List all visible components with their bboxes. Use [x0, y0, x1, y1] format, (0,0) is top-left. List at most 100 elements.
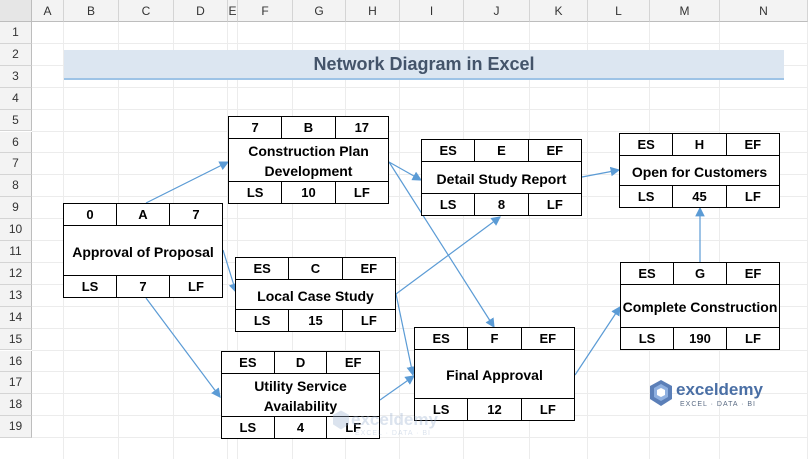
column-header-m[interactable]: M: [650, 0, 720, 22]
watermark-tagline: EXCEL · DATA · BI: [355, 430, 431, 437]
node-e-es: ES: [422, 140, 476, 161]
select-all-corner[interactable]: [0, 0, 32, 22]
row-header-4[interactable]: 4: [0, 87, 32, 110]
node-e-lf: LF: [546, 197, 563, 212]
node-f-ls: LS: [415, 399, 469, 420]
row-header-18[interactable]: 18: [0, 394, 32, 417]
watermark-icon: [333, 410, 349, 430]
node-a-ef: 7: [192, 207, 200, 222]
watermark-name: exceldemy: [351, 410, 438, 429]
node-b-ls: LS: [229, 182, 283, 203]
logo-tagline: EXCEL · DATA · BI: [680, 401, 756, 408]
node-detail-study-report: ES E EF Detail Study Report LS 8 LF: [421, 139, 582, 216]
node-c-id: C: [289, 258, 343, 279]
row-header-1[interactable]: 1: [0, 22, 32, 44]
node-h-lf: LF: [744, 189, 761, 204]
node-e-ef: EF: [546, 143, 564, 158]
node-final-approval: ES F EF Final Approval LS 12 LF: [414, 327, 575, 421]
grid-line-horizontal: [32, 130, 808, 132]
node-open-for-customers: ES H EF Open for Customers LS 45 LF: [619, 133, 780, 208]
node-g-duration: 190: [674, 328, 727, 349]
exceldemy-logo-icon: [650, 380, 672, 406]
column-header-l[interactable]: L: [588, 0, 650, 22]
grid-line-horizontal: [32, 42, 808, 44]
grid-line-horizontal: [32, 152, 808, 154]
column-header-j[interactable]: J: [464, 0, 530, 22]
node-e-ls: LS: [422, 194, 476, 215]
row-header-2[interactable]: 2: [0, 43, 32, 66]
node-f-label: Final Approval: [446, 367, 543, 383]
row-header-9[interactable]: 9: [0, 197, 32, 220]
row-header-7[interactable]: 7: [0, 153, 32, 176]
column-header-d[interactable]: D: [174, 0, 228, 22]
node-g-ef: EF: [744, 266, 762, 281]
column-header-h[interactable]: H: [346, 0, 400, 22]
row-header-15[interactable]: 15: [0, 328, 32, 351]
row-header-17[interactable]: 17: [0, 372, 32, 395]
row-header-3[interactable]: 3: [0, 65, 32, 88]
node-a-ls: LS: [64, 276, 117, 297]
node-b-id: B: [282, 117, 336, 138]
node-e-id: E: [475, 140, 529, 161]
logo-name: exceldemy: [676, 380, 763, 399]
node-f-id: F: [468, 328, 522, 349]
node-h-es: ES: [620, 134, 674, 155]
column-header-i[interactable]: I: [400, 0, 464, 22]
arrow-f-g: [574, 305, 621, 376]
column-header-n[interactable]: N: [720, 0, 808, 22]
node-f-duration: 12: [468, 399, 522, 420]
node-utility-service-availability: ES D EF Utility Service Availability LS …: [221, 351, 380, 439]
column-header-e[interactable]: E: [228, 0, 238, 22]
row-header-12[interactable]: 12: [0, 262, 32, 285]
node-e-duration: 8: [475, 194, 529, 215]
node-c-duration: 15: [289, 310, 343, 331]
column-header-f[interactable]: F: [238, 0, 293, 22]
row-header-8[interactable]: 8: [0, 175, 32, 198]
node-b-ef: 17: [354, 120, 370, 135]
node-approval-of-proposal: 0 A 7 Approval of Proposal LS 7 LF: [63, 203, 223, 298]
node-g-label: Complete Construction: [622, 299, 778, 315]
grid-line-horizontal: [32, 108, 808, 110]
column-header-k[interactable]: K: [530, 0, 588, 22]
arrow-d-f: [379, 375, 415, 401]
column-header-b[interactable]: B: [64, 0, 119, 22]
row-header-6[interactable]: 6: [0, 131, 32, 154]
grid-line-horizontal: [32, 437, 808, 439]
row-header-16[interactable]: 16: [0, 350, 32, 373]
column-header-c[interactable]: C: [119, 0, 174, 22]
node-h-ls: LS: [620, 186, 674, 207]
node-g-ls: LS: [621, 328, 674, 349]
node-c-label: Local Case Study: [257, 287, 374, 304]
arrow-b-e: [388, 161, 423, 181]
node-h-duration: 45: [673, 186, 727, 207]
node-d-id: D: [275, 352, 328, 373]
node-a-label: Approval of Proposal: [72, 243, 214, 260]
node-g-id: G: [674, 263, 727, 284]
row-header-11[interactable]: 11: [0, 241, 32, 263]
node-b-es: 7: [229, 117, 283, 138]
node-c-ef: EF: [360, 261, 378, 276]
node-d-es: ES: [222, 352, 275, 373]
node-e-label: Detail Study Report: [436, 170, 567, 187]
arrow-a-d: [145, 297, 221, 398]
row-header-13[interactable]: 13: [0, 284, 32, 307]
node-d-duration: 4: [275, 417, 328, 438]
row-header-5[interactable]: 5: [0, 109, 32, 132]
node-h-ef: EF: [744, 137, 762, 152]
node-g-es: ES: [621, 263, 674, 284]
grid-line-horizontal: [32, 86, 808, 88]
column-header-g[interactable]: G: [293, 0, 346, 22]
node-d-label: Utility Service Availability: [254, 378, 347, 414]
diagram-title: Network Diagram in Excel: [64, 50, 784, 80]
node-d-ef: EF: [344, 355, 362, 370]
node-c-ls: LS: [236, 310, 290, 331]
row-header-14[interactable]: 14: [0, 306, 32, 329]
column-header-a[interactable]: A: [32, 0, 64, 22]
node-local-case-study: ES C EF Local Case Study LS 15 LF: [235, 257, 396, 332]
node-f-lf: LF: [539, 402, 556, 417]
row-header-19[interactable]: 19: [0, 416, 32, 439]
node-complete-construction: ES G EF Complete Construction LS 190 LF: [620, 262, 780, 350]
row-header-10[interactable]: 10: [0, 219, 32, 241]
node-construction-plan-development: 7 B 17 Construction Plan Development LS …: [228, 116, 389, 204]
